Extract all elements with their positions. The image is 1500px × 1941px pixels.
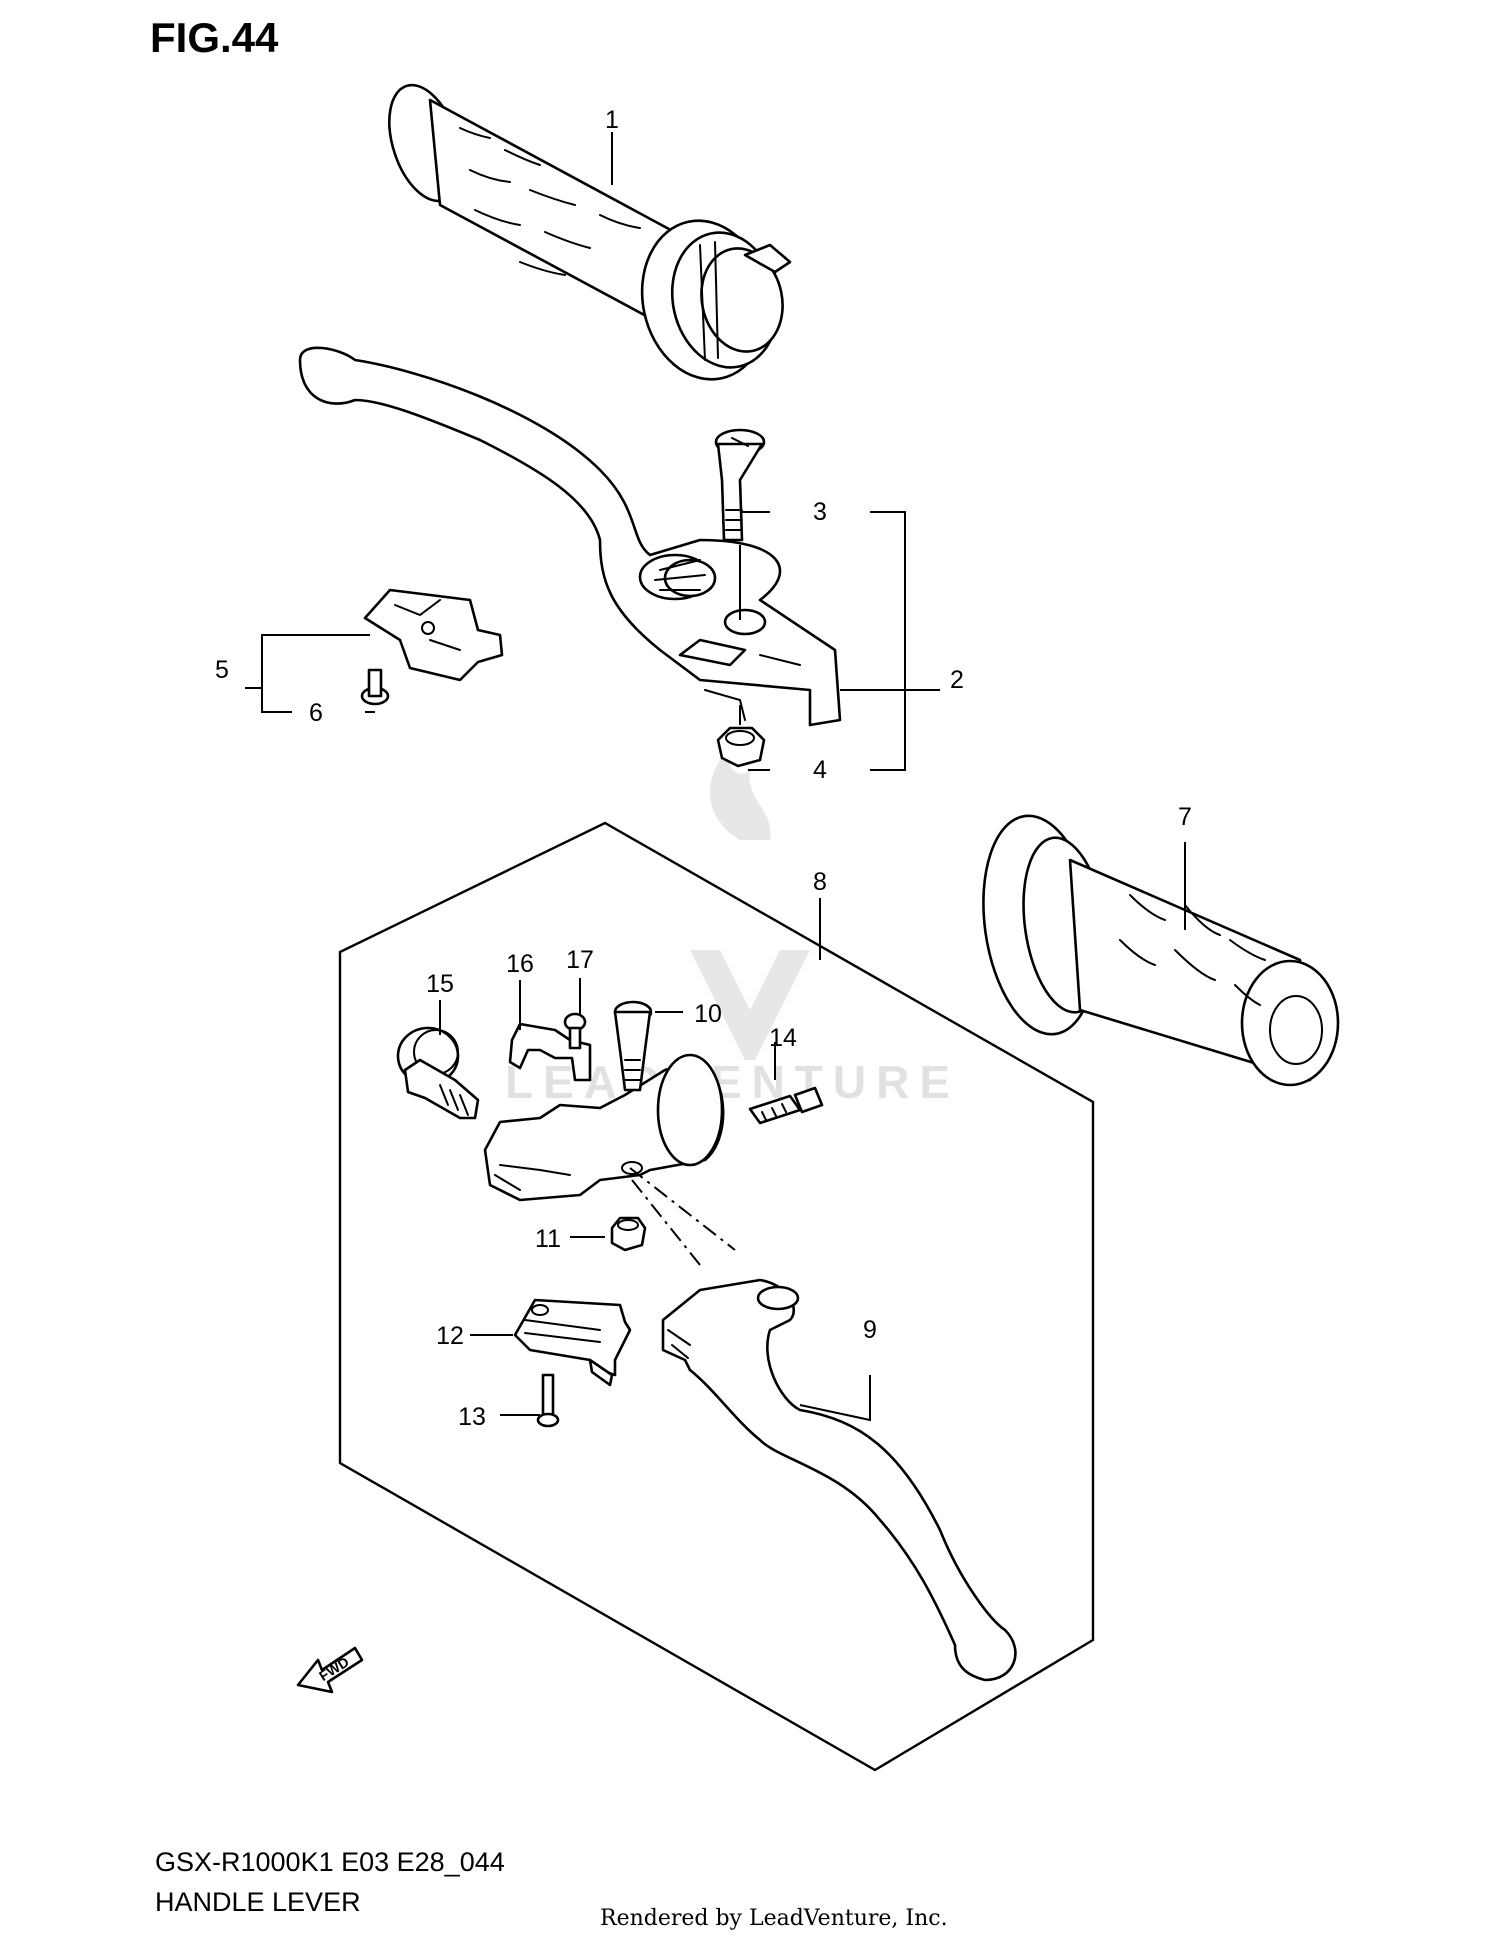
callout-2: 2 — [950, 666, 964, 694]
brake-lever — [298, 346, 842, 727]
callout-4: 4 — [813, 756, 827, 784]
throttle-grip — [388, 83, 792, 381]
callout-9: 9 — [863, 1316, 877, 1344]
leader-lines — [245, 132, 1186, 1422]
callout-13: 13 — [458, 1403, 486, 1431]
callout-15: 15 — [426, 970, 454, 998]
callout-14: 14 — [769, 1024, 797, 1052]
callout-10: 10 — [694, 1000, 722, 1028]
handlebar-grip — [982, 814, 1340, 1087]
callout-12: 12 — [436, 1322, 464, 1350]
rendered-by: Rendered by LeadVenture, Inc. — [600, 1906, 948, 1931]
nut — [716, 726, 766, 768]
clutch-lever-holder — [483, 1053, 736, 1266]
clutch-lever-assembly-box — [338, 821, 1095, 1772]
callout-6: 6 — [309, 699, 323, 727]
model-code: GSX-R1000K1 E03 E28_044 — [155, 1847, 505, 1877]
cable-clip — [508, 1022, 592, 1082]
callout-labels: 1 2 3 4 5 6 7 8 9 10 11 12 13 14 15 16 1… — [215, 106, 1192, 1431]
diagram-title: HANDLE LEVER — [155, 1887, 361, 1917]
callout-7: 7 — [1178, 803, 1192, 831]
clutch-screw — [536, 1373, 560, 1428]
screw — [360, 668, 390, 706]
figure-number: FIG.44 — [150, 14, 279, 61]
brake-switch — [363, 588, 504, 682]
callout-11: 11 — [535, 1225, 561, 1253]
clip-screw — [563, 1012, 587, 1050]
callout-1: 1 — [605, 106, 619, 134]
pivot-bolt — [714, 428, 766, 542]
callout-16: 16 — [506, 950, 534, 978]
bolt — [748, 1086, 824, 1125]
callout-3: 3 — [813, 498, 827, 526]
clutch-nut — [610, 1216, 647, 1252]
watermark-logo-icon — [690, 750, 810, 1060]
clutch-switch — [513, 1298, 632, 1387]
adjuster — [396, 1026, 480, 1120]
clutch-lever — [661, 1278, 1017, 1682]
clutch-pivot-bolt — [613, 1000, 653, 1092]
fwd-arrow-icon: FWD — [296, 1646, 364, 1694]
callout-5: 5 — [215, 656, 229, 684]
callout-8: 8 — [813, 868, 827, 896]
callout-17: 17 — [566, 946, 594, 974]
